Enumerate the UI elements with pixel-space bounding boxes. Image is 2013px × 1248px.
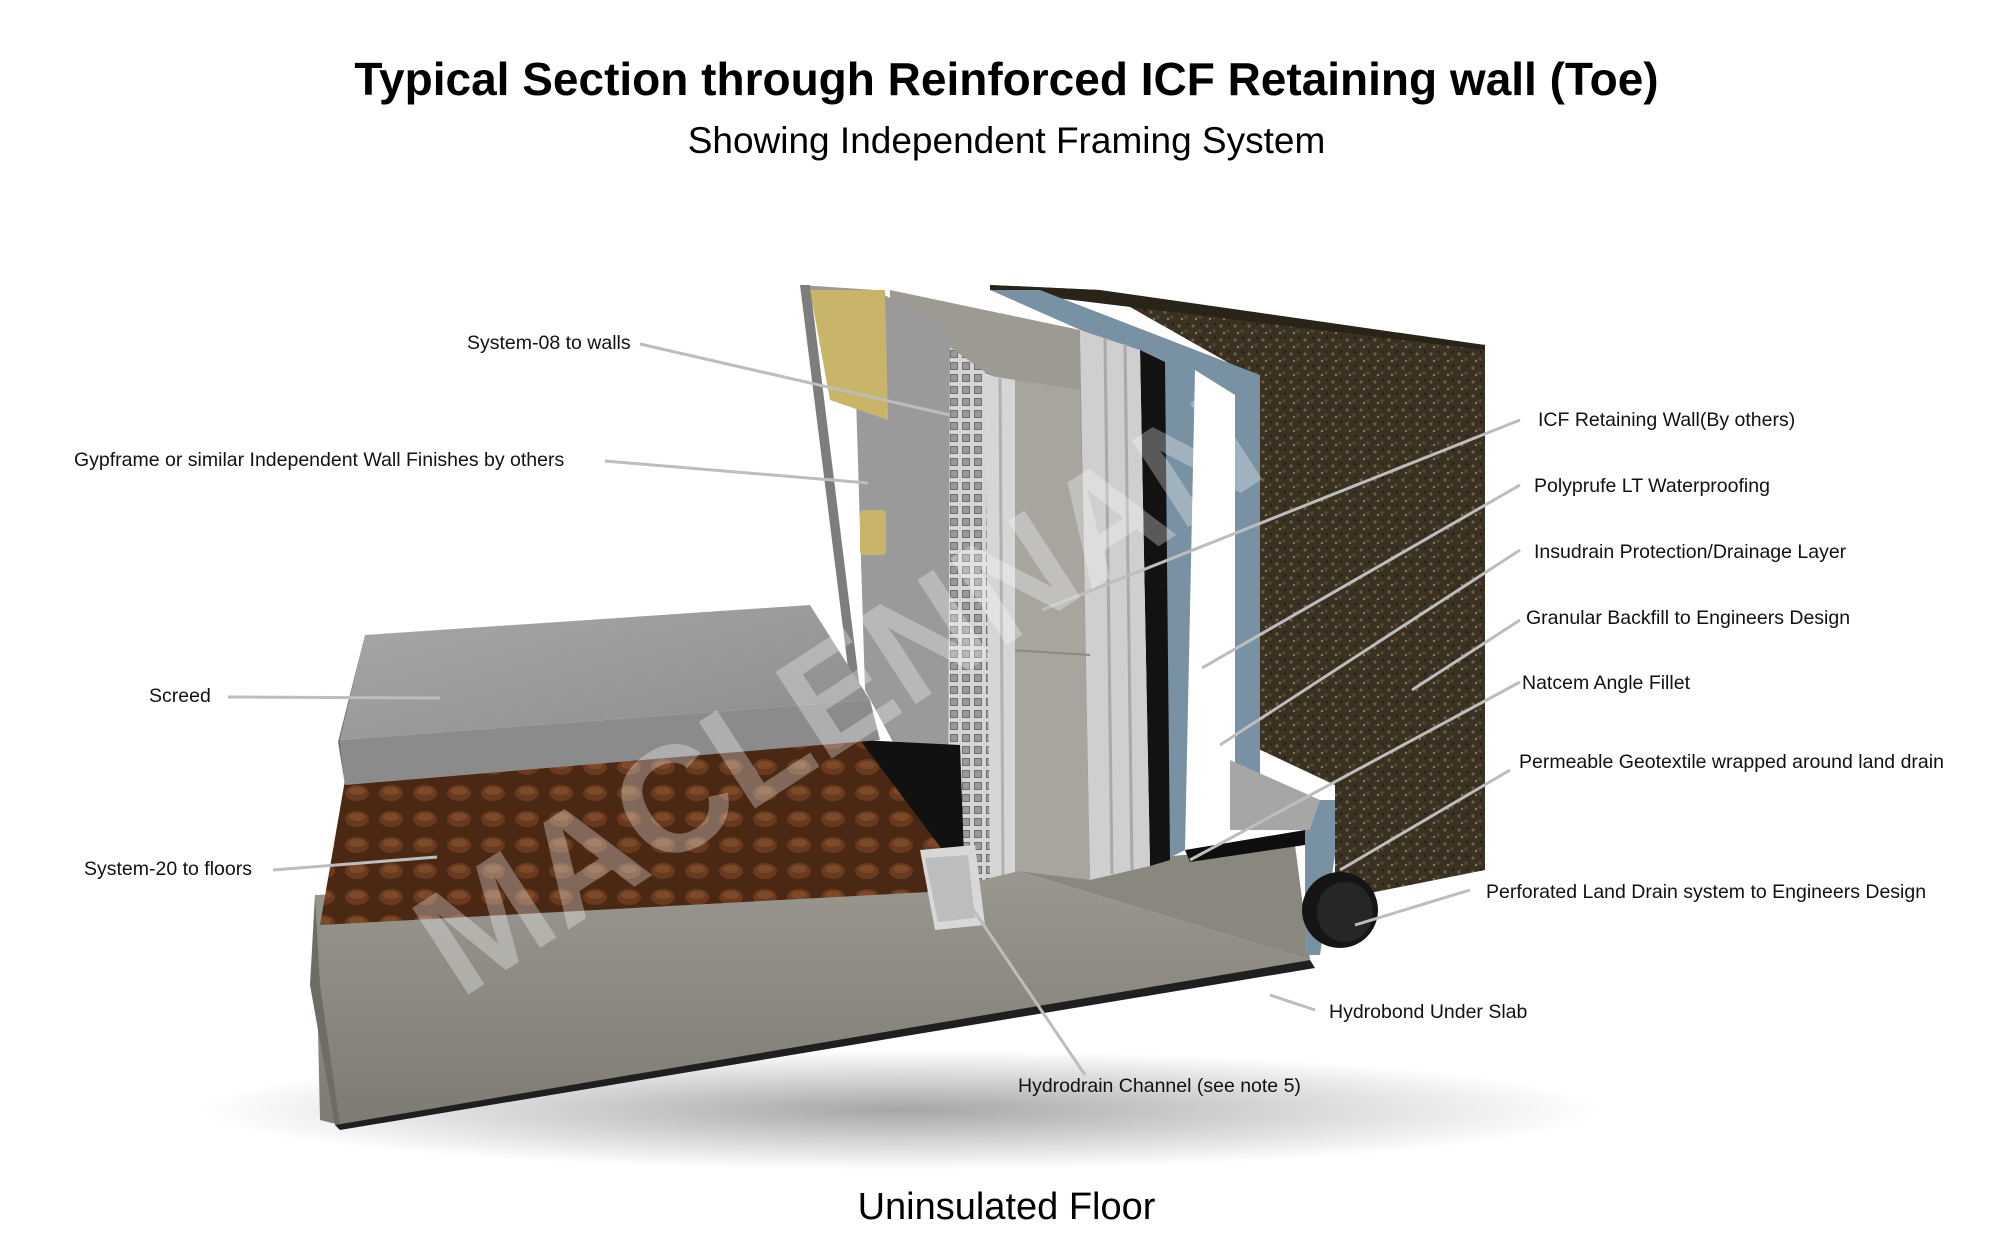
- label-system20: System-20 to floors: [84, 858, 252, 880]
- label-gypframe: Gypframe or similar Independent Wall Fin…: [74, 449, 565, 471]
- footer-title: Uninsulated Floor: [857, 1186, 1156, 1228]
- system08-membrane: [870, 290, 990, 885]
- icf-inner-panel: [985, 375, 1015, 878]
- hydrodrain-channel: [920, 845, 985, 930]
- leader-lines: [227, 342, 1521, 1076]
- label-hydrodrain: Hydrodrain Channel (see note 5): [1018, 1075, 1301, 1097]
- label-icf: ICF Retaining Wall(By others): [1538, 409, 1796, 431]
- icf-outer-panel: [1080, 330, 1150, 880]
- granular-backfill: [990, 285, 1485, 900]
- land-drain: [1230, 760, 1378, 948]
- label-insudrain: Insudrain Protection/Drainage Layer: [1534, 541, 1847, 563]
- system20-membrane: [320, 740, 965, 925]
- label-system08: System-08 to walls: [467, 332, 631, 354]
- label-backfill: Granular Backfill to Engineers Design: [1526, 607, 1851, 629]
- label-natcem: Natcem Angle Fillet: [1522, 672, 1690, 694]
- label-screed: Screed: [149, 685, 211, 707]
- diagram-title: Typical Section through Reinforced ICF R…: [354, 53, 1659, 105]
- diagram-subtitle: Showing Independent Framing System: [687, 120, 1326, 161]
- label-landdrain: Perforated Land Drain system to Engineer…: [1486, 881, 1927, 903]
- label-polyprufe: Polyprufe LT Waterproofing: [1534, 475, 1770, 497]
- icf-concrete-core: [890, 290, 1091, 880]
- screed-layer: [338, 605, 880, 785]
- label-hydrobond: Hydrobond Under Slab: [1329, 1001, 1528, 1023]
- label-geotextile: Permeable Geotextile wrapped around land…: [1519, 751, 1944, 773]
